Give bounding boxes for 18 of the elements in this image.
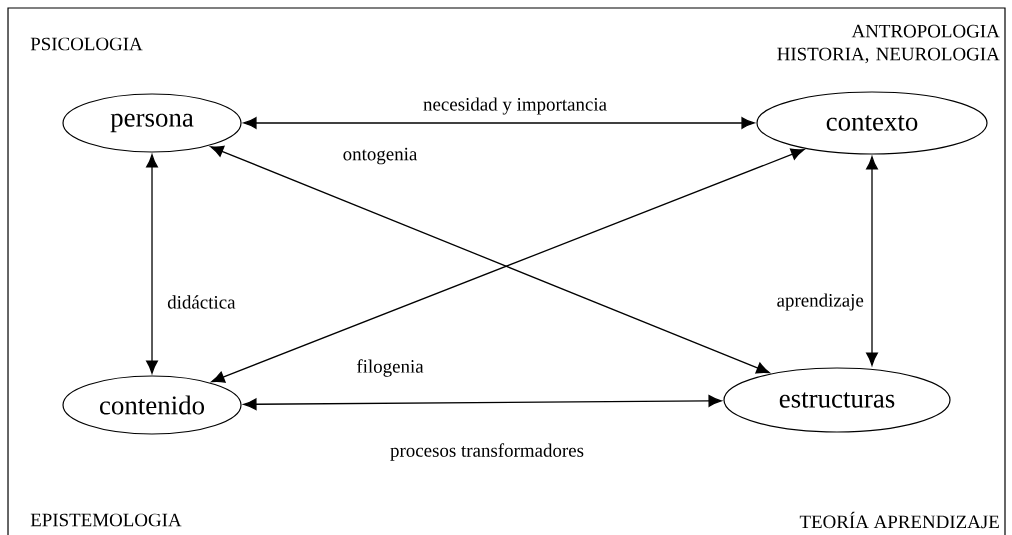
edge-label: aprendizaje (774, 291, 866, 313)
ellipse-node: estructuras (723, 367, 951, 433)
double-arrow (146, 154, 158, 374)
edge-label: necesidad y importancia (421, 95, 609, 117)
edge-label: ontogenia (340, 145, 420, 167)
double-arrow (243, 117, 755, 129)
field-label: ANTROPOLOGIA HISTORIA, NEUROLOGIA (777, 24, 1000, 64)
field-label: PSICOLOGIA (30, 37, 143, 51)
field-label: TEORÍA APRENDIZAJE (799, 511, 999, 529)
double-arrow (243, 395, 722, 411)
ellipse-node: persona (62, 93, 242, 153)
field-label: EPISTEMOLOGIA (30, 513, 182, 527)
ellipse-node: contexto (756, 91, 988, 155)
double-arrow (866, 156, 878, 366)
edge-label: filogenia (354, 357, 426, 379)
edge-label: didáctica (165, 293, 238, 311)
edge-label: procesos transformadores (388, 441, 586, 463)
ellipse-node: contenido (62, 375, 242, 435)
